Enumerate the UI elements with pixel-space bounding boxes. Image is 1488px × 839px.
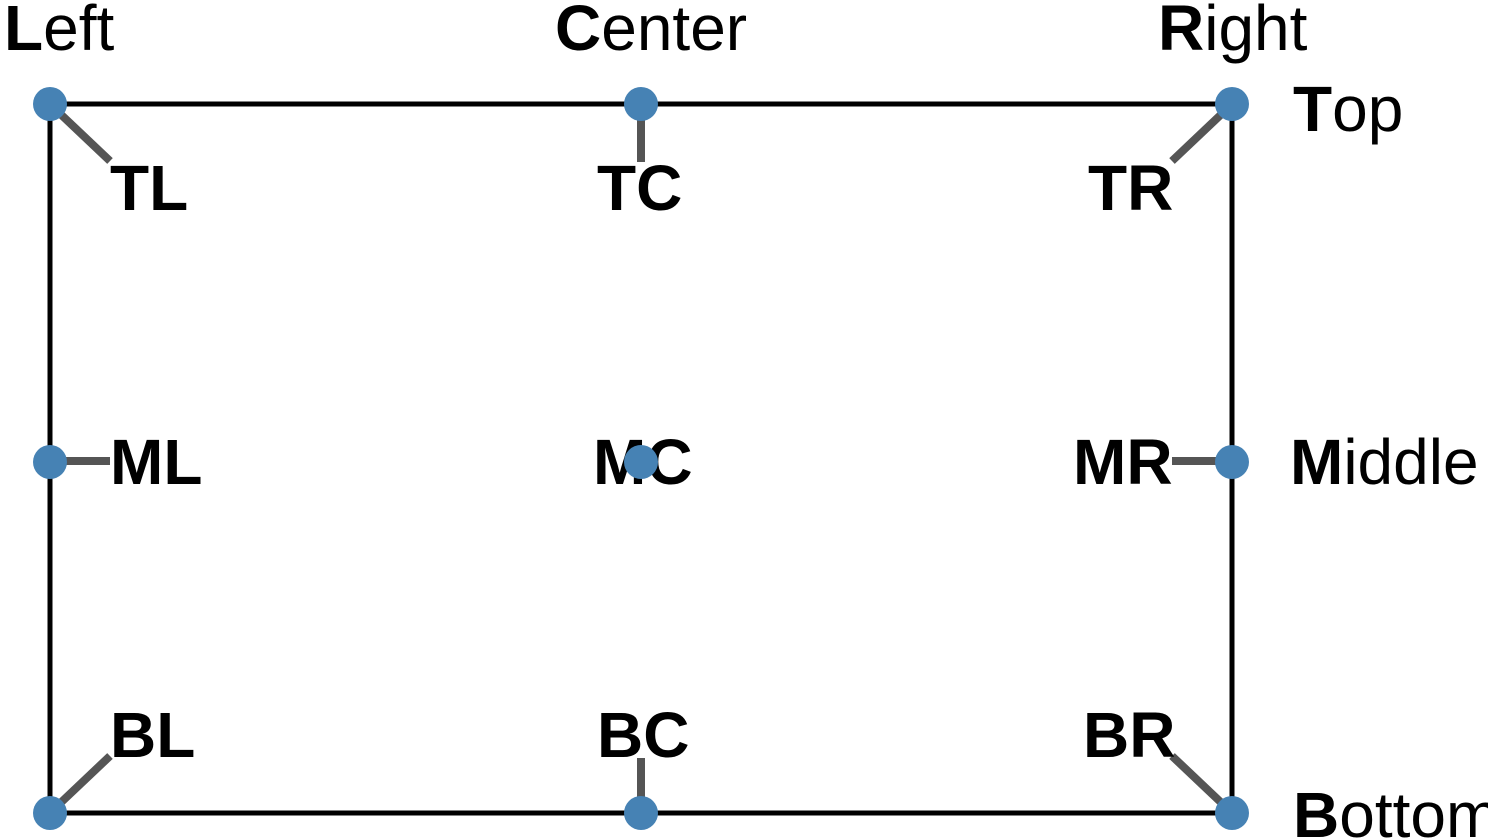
anchor-dot-ml: [33, 445, 67, 479]
header-center-initial: C: [555, 0, 601, 64]
side-label-top-initial: T: [1293, 73, 1332, 145]
header-left: Left: [4, 0, 114, 64]
header-right-rest: ight: [1204, 0, 1307, 64]
anchor-dot-br: [1215, 796, 1249, 830]
anchor-label-tc: TC: [597, 152, 682, 224]
anchor-dot-tl: [33, 87, 67, 121]
anchor-label-tr: TR: [1088, 152, 1173, 224]
anchor-dot-tr: [1215, 87, 1249, 121]
anchor-dot-bc: [624, 796, 658, 830]
side-label-bottom: Bottom: [1293, 779, 1488, 839]
header-left-initial: L: [4, 0, 43, 64]
anchor-label-bl: BL: [110, 699, 195, 771]
connector-br: [1169, 753, 1232, 813]
side-label-bottom-rest: ottom: [1339, 779, 1488, 839]
anchor-label-bc: BC: [597, 699, 689, 771]
anchor-dot-mr: [1215, 445, 1249, 479]
header-left-rest: eft: [43, 0, 114, 64]
side-label-middle: Middle: [1290, 426, 1479, 498]
anchor-dot-mc: [624, 445, 658, 479]
anchor-label-br: BR: [1083, 699, 1175, 771]
anchor-label-mr: MR: [1073, 426, 1173, 498]
side-label-middle-initial: M: [1290, 426, 1343, 498]
header-right-initial: R: [1158, 0, 1204, 64]
anchor-dot-tc: [624, 87, 658, 121]
header-center: Center: [555, 0, 747, 64]
side-label-middle-rest: iddle: [1343, 426, 1478, 498]
connector-tr: [1169, 104, 1232, 164]
header-right: Right: [1158, 0, 1308, 64]
anchor-label-tl: TL: [110, 152, 188, 224]
connector-bl: [50, 753, 113, 813]
side-label-top: Top: [1293, 73, 1403, 145]
anchor-dot-bl: [33, 796, 67, 830]
connector-tl: [50, 104, 113, 164]
anchor-label-ml: ML: [110, 426, 202, 498]
side-label-top-rest: op: [1332, 73, 1403, 145]
header-center-rest: enter: [601, 0, 747, 64]
side-label-bottom-initial: B: [1293, 779, 1339, 839]
